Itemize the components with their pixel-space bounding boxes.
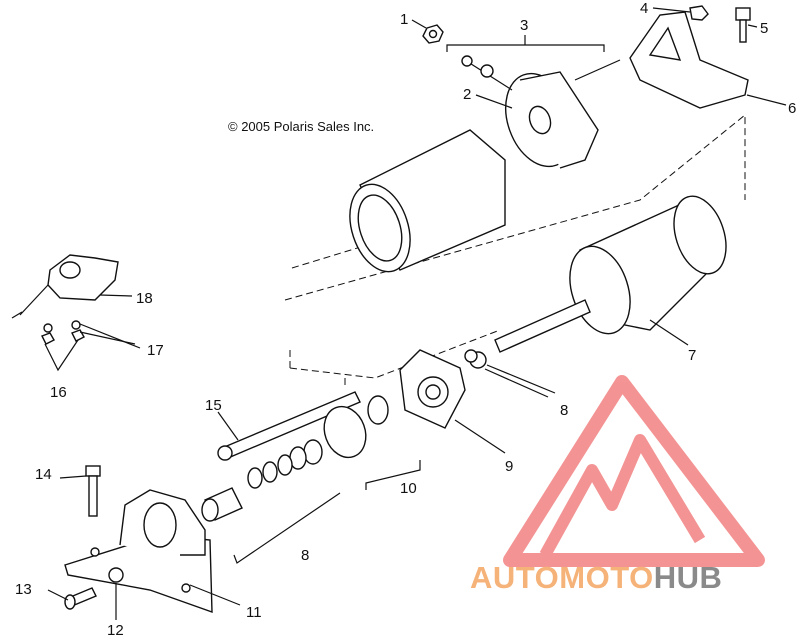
part-15-through-bolt: [217, 391, 361, 461]
collar: [201, 487, 243, 522]
callout-1: 1: [400, 11, 408, 28]
callout-5: 5: [760, 20, 768, 37]
washer: [480, 64, 494, 78]
leader-lines: [44, 7, 787, 620]
part-10-drive-gear: [247, 395, 389, 489]
callout-4: 4: [640, 0, 648, 17]
washer: [461, 55, 473, 67]
part-11-mounting-bracket: [64, 489, 213, 614]
part-13-bolt: [64, 587, 97, 610]
watermark-text: AUTOMOTOHUB: [470, 560, 722, 595]
callout-13: 13: [15, 581, 32, 598]
callout-6: 6: [788, 100, 796, 117]
callout-8-lower: 8: [301, 547, 309, 564]
callout-9: 9: [505, 458, 513, 475]
part-5-bolt: [735, 7, 751, 43]
callout-18: 18: [136, 290, 153, 307]
callout-10: 10: [400, 480, 417, 497]
callout-7: 7: [688, 347, 696, 364]
callout-14: 14: [35, 466, 52, 483]
part-16-nut: [71, 329, 85, 342]
part-14-bolt: [85, 465, 101, 517]
part-18-solenoid: [11, 254, 119, 319]
copyright-text: © 2005 Polaris Sales Inc.: [228, 119, 374, 134]
part-17-washer: [43, 323, 53, 333]
part-17-washer: [71, 320, 81, 330]
callout-3: 3: [520, 17, 528, 34]
watermark-logo: [503, 375, 765, 567]
field-housing: [349, 129, 506, 273]
callout-2: 2: [463, 86, 471, 103]
callout-15: 15: [205, 397, 222, 414]
part-16-nut: [41, 332, 55, 345]
callout-labels: 1 3 2 4 5 6 7 8 9 10 8 11 12 13 14 15 16…: [15, 0, 796, 639]
part-7-armature: [494, 195, 727, 353]
part-4-nut: [689, 5, 709, 21]
part-9-end-plate: [399, 349, 466, 429]
part-6-bracket: [629, 11, 749, 109]
part-1-nut: [422, 24, 444, 44]
part-8-washer: [464, 349, 478, 363]
callout-11: 11: [246, 604, 262, 621]
callout-16: 16: [50, 384, 67, 401]
callout-12: 12: [107, 622, 124, 639]
part-2-end-housing: [467, 59, 621, 169]
part-12-washer: [108, 567, 124, 583]
assembly-lines: [284, 113, 746, 385]
callout-17: 17: [147, 342, 164, 359]
callout-8-upper: 8: [560, 402, 568, 419]
